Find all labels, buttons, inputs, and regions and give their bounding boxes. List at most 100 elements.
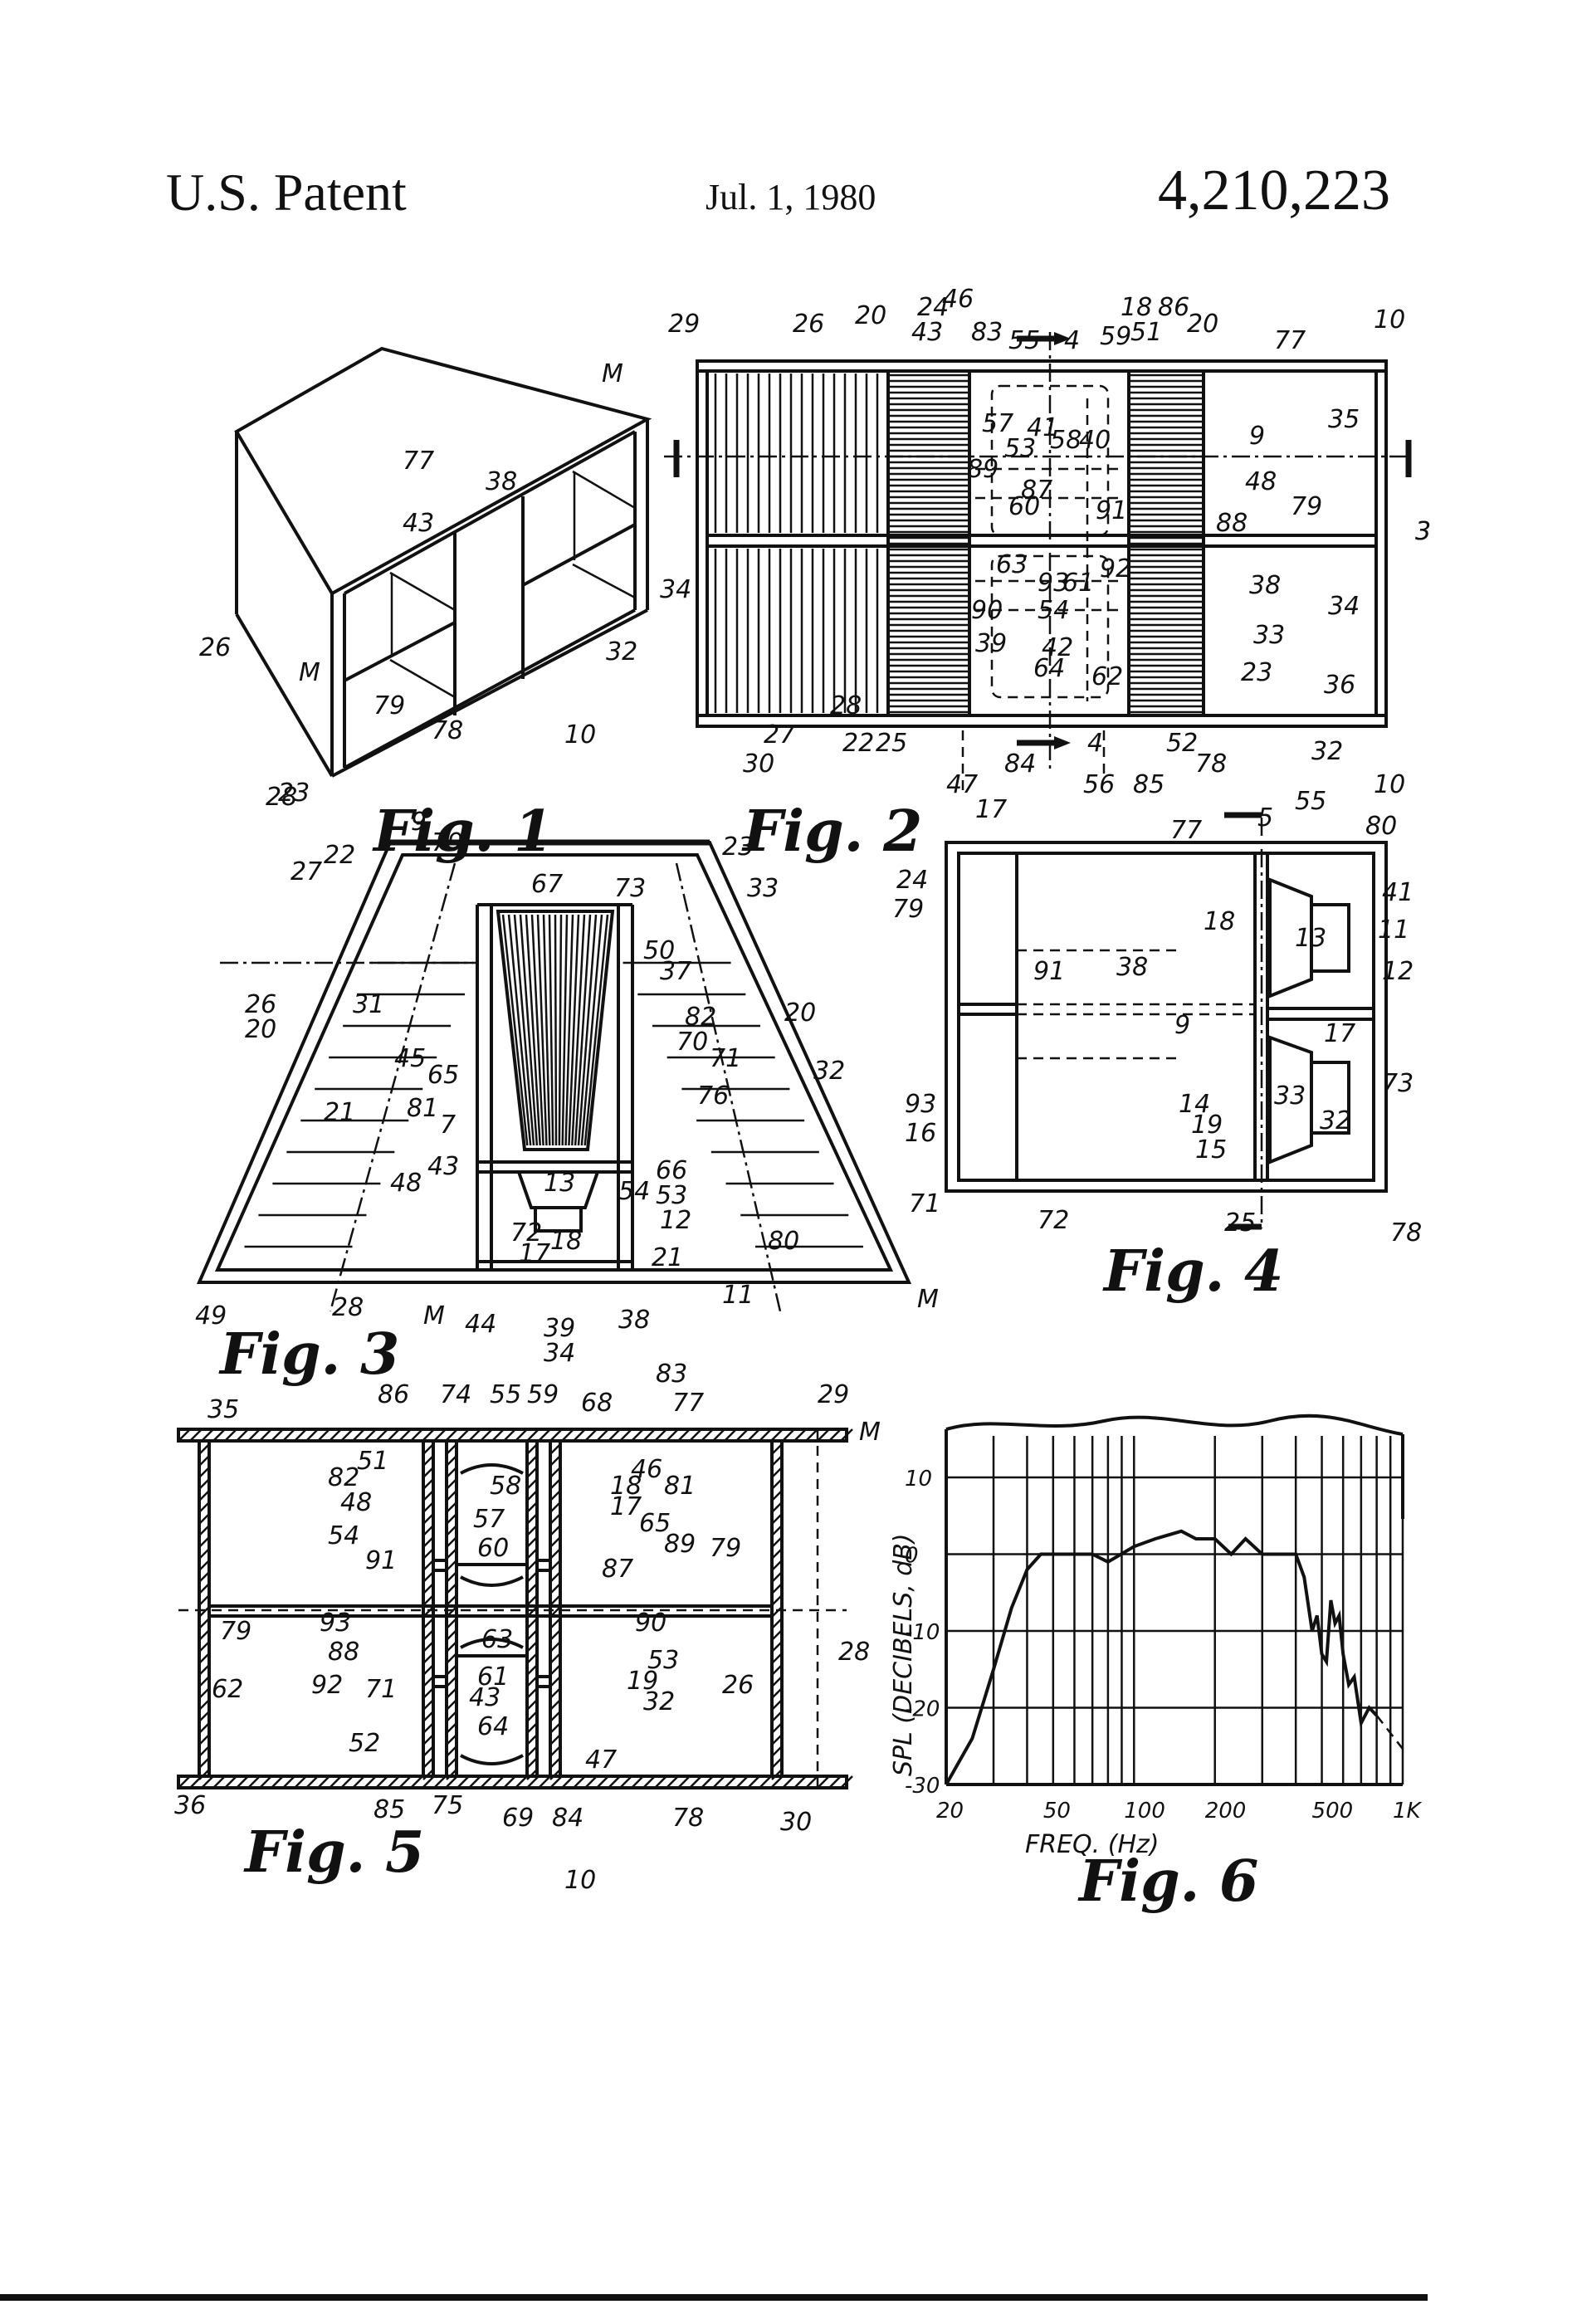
- hatch-line: [571, 914, 586, 1146]
- reference-numeral: 55: [1295, 787, 1326, 816]
- reference-numeral: 20: [245, 1015, 276, 1044]
- hatch-line: [201, 1775, 214, 1789]
- reference-numeral: 39: [544, 1314, 575, 1343]
- hatch-line: [446, 1478, 457, 1490]
- hatch-line: [329, 1775, 342, 1789]
- hatch-line: [446, 1629, 457, 1641]
- reference-numeral: 43: [403, 509, 434, 538]
- hatch-line: [375, 1428, 388, 1442]
- hatch-line: [198, 1536, 210, 1548]
- reference-numeral: 3: [1415, 517, 1431, 546]
- x-tick-label: 20: [936, 1799, 964, 1824]
- reference-numeral: 57: [982, 409, 1013, 438]
- reference-numeral: 68: [581, 1389, 613, 1418]
- hatch-line: [770, 1428, 784, 1442]
- fig5-section-hatching: [178, 1428, 853, 1789]
- reference-numeral: 84: [552, 1804, 583, 1833]
- hatch-line: [446, 1536, 457, 1548]
- y-tick-label: -10: [905, 1620, 940, 1645]
- hatch-line: [642, 1775, 656, 1789]
- hatch-line: [526, 1594, 538, 1606]
- hatch-line: [782, 1428, 795, 1442]
- hatch-line: [422, 1629, 434, 1641]
- reference-numeral: 62: [212, 1675, 243, 1704]
- hatch-line: [446, 1525, 457, 1536]
- hatch-line: [526, 1722, 538, 1734]
- reference-numeral: 20: [855, 301, 886, 330]
- reference-numeral: 41: [1027, 413, 1058, 442]
- hatch-line: [759, 1428, 772, 1442]
- reference-numeral: 88: [328, 1638, 359, 1667]
- hatch-line: [526, 1641, 538, 1653]
- reference-numeral: 25: [1224, 1208, 1256, 1238]
- reference-numeral: 28: [830, 691, 862, 720]
- reference-numeral: 88: [1216, 509, 1248, 538]
- hatch-line: [548, 914, 554, 1146]
- reference-numeral: 10: [564, 1866, 596, 1895]
- reference-numeral: 65: [639, 1509, 671, 1538]
- reference-numeral: 50: [643, 936, 675, 965]
- reference-numeral: 55: [490, 1380, 521, 1409]
- hatch-line: [771, 1583, 783, 1594]
- x-tick-label: 500: [1312, 1799, 1354, 1824]
- hatch-line: [446, 1653, 457, 1664]
- reference-numeral: 26: [245, 990, 276, 1019]
- reference-numeral: 80: [1365, 812, 1397, 841]
- hatch-line: [701, 1428, 714, 1442]
- reference-numeral: 65: [427, 1061, 459, 1090]
- reference-numeral: 79: [892, 895, 924, 924]
- hatch-line: [375, 1775, 388, 1789]
- hatch-line: [317, 1775, 330, 1789]
- reference-numeral: 38: [618, 1306, 650, 1335]
- reference-numeral: 79: [220, 1617, 251, 1646]
- hatch-line: [259, 1775, 272, 1789]
- reference-numeral: 32: [643, 1687, 675, 1716]
- hatch-line: [387, 1775, 400, 1789]
- hatch-line: [422, 1745, 434, 1757]
- hatch-line: [446, 1490, 457, 1501]
- hatch-line: [198, 1571, 210, 1583]
- hatch-line: [446, 1769, 457, 1780]
- reference-numeral: 47: [946, 770, 978, 799]
- reference-numeral: 86: [1158, 293, 1189, 322]
- hatch-line: [446, 1606, 457, 1618]
- hatch-line: [198, 1734, 210, 1745]
- reference-numeral: 38: [1116, 953, 1148, 982]
- hatch-line: [525, 914, 541, 1146]
- hatch-line: [568, 914, 580, 1146]
- hatch-line: [771, 1513, 783, 1525]
- hatch-line: [340, 1775, 354, 1789]
- reference-numeral: 31: [353, 990, 384, 1019]
- hatch-line: [515, 1775, 528, 1789]
- hatch-line: [549, 1775, 563, 1789]
- reference-numeral: 77: [672, 1389, 704, 1418]
- hatch-line: [526, 1769, 538, 1780]
- hatch-line: [526, 1618, 538, 1629]
- reference-numeral: 9: [1174, 1011, 1190, 1040]
- reference-numeral: 26: [199, 633, 231, 662]
- reference-numeral: 85: [1133, 770, 1165, 799]
- hatch-line: [446, 1560, 457, 1571]
- hatch-line: [236, 1775, 249, 1789]
- reference-numeral: 32: [606, 637, 637, 666]
- hatch-line: [747, 1428, 760, 1442]
- hatch-line: [549, 1571, 561, 1583]
- reference-numeral: 23: [278, 779, 310, 808]
- hatch-line: [771, 1769, 783, 1780]
- hatch-line: [446, 1722, 457, 1734]
- hatch-line: [294, 1775, 307, 1789]
- hatch-line: [771, 1641, 783, 1653]
- reference-numeral: 22: [324, 841, 355, 870]
- y-tick-label: -20: [905, 1697, 940, 1722]
- hatch-line: [198, 1757, 210, 1769]
- hatch-line: [422, 1455, 434, 1467]
- reference-numeral: 85: [374, 1795, 405, 1824]
- hatch-line: [446, 1687, 457, 1699]
- hatch-line: [198, 1583, 210, 1594]
- hatch-line: [549, 1583, 561, 1594]
- reference-numeral: 93: [905, 1090, 936, 1119]
- reference-numeral: 34: [660, 575, 691, 604]
- hatch-line: [503, 1775, 516, 1789]
- fig2-left-side-panel-hatching: [714, 374, 879, 713]
- hatch-line: [513, 914, 535, 1146]
